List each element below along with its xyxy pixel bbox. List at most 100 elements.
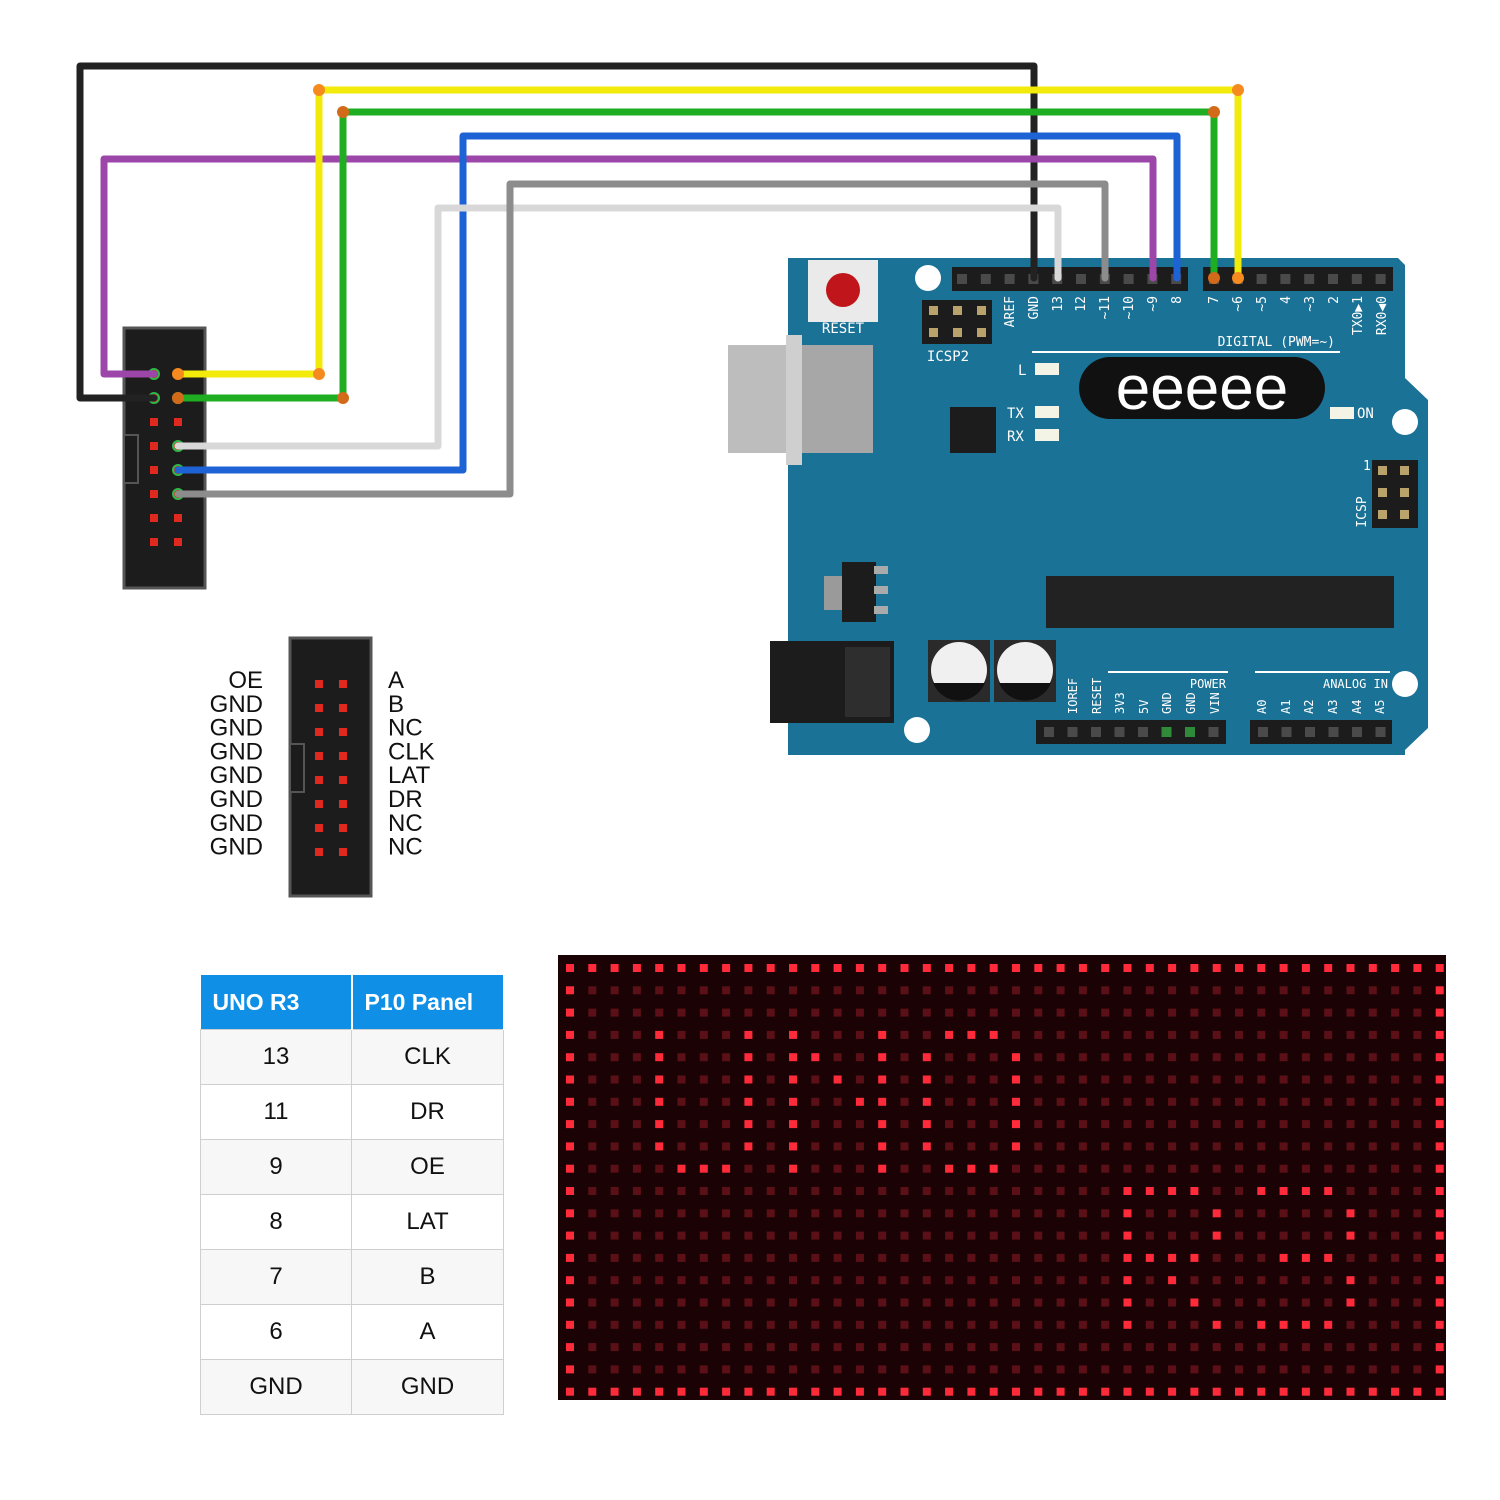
led-on-pixel [989, 1030, 998, 1039]
led-on-pixel [945, 1387, 954, 1396]
led-off-pixel [1056, 1053, 1065, 1062]
led-off-pixel [878, 1209, 887, 1218]
led-off-pixel [722, 986, 731, 995]
digital-pin-label: GND [1027, 296, 1042, 320]
led-off-pixel [632, 1075, 641, 1084]
led-off-pixel [766, 1030, 775, 1039]
led-off-pixel [1235, 1365, 1243, 1374]
led-on-pixel [1123, 1320, 1132, 1329]
led-on-pixel [1123, 1276, 1132, 1285]
led-off-pixel [989, 1075, 998, 1084]
led-off-pixel [967, 1120, 976, 1129]
led-off-pixel [1168, 1008, 1177, 1017]
led-off-pixel [1391, 986, 1400, 995]
led-off-pixel [655, 1008, 664, 1017]
led-off-pixel [1235, 1120, 1243, 1129]
led-off-pixel [1257, 1030, 1266, 1039]
led-off-pixel [699, 986, 708, 995]
led-off-pixel [677, 1209, 686, 1218]
header-hole [1328, 727, 1339, 737]
led-off-pixel [744, 1253, 753, 1262]
led-off-pixel [610, 1097, 619, 1106]
led-off-pixel [1235, 1142, 1243, 1151]
led-off-pixel [632, 1231, 641, 1240]
led-on-pixel [1101, 1387, 1110, 1396]
led-off-pixel [632, 1343, 641, 1352]
led-on-pixel [833, 1387, 842, 1396]
p10-led-panel [558, 955, 1446, 1400]
led-off-pixel [1279, 1164, 1288, 1173]
led-on-pixel [744, 1120, 753, 1129]
led-off-pixel [811, 1253, 820, 1262]
led-off-pixel [1145, 1231, 1154, 1240]
led-off-pixel [1078, 1187, 1087, 1195]
led-off-pixel [1346, 1008, 1355, 1017]
led-off-pixel [1123, 1030, 1132, 1039]
led-on-pixel [789, 964, 797, 972]
led-off-pixel [766, 1298, 775, 1307]
connector-pin [339, 800, 347, 808]
led-off-pixel [811, 1365, 820, 1374]
led-off-pixel [744, 1276, 753, 1285]
logo-text: eeeee [1116, 354, 1288, 423]
led-off-pixel [1212, 1343, 1221, 1352]
led-off-pixel [1034, 1164, 1043, 1173]
led-off-pixel [1168, 1298, 1177, 1307]
led-on-pixel [967, 1387, 976, 1396]
led-off-pixel [855, 986, 864, 995]
led-off-pixel [1145, 1120, 1154, 1129]
connector-pin [174, 538, 182, 546]
led-off-pixel [922, 1209, 931, 1218]
led-off-pixel [789, 1343, 797, 1352]
led-on-pixel [1212, 1320, 1221, 1329]
led-off-pixel [699, 1030, 708, 1039]
led-off-pixel [1034, 1053, 1043, 1062]
led-off-pixel [1257, 1053, 1266, 1062]
led-off-pixel [833, 1030, 842, 1039]
connector-pin [150, 538, 158, 546]
led-off-pixel [610, 1187, 619, 1195]
led-off-pixel [1368, 1008, 1377, 1017]
led-off-pixel [632, 1365, 641, 1374]
led-on-pixel [1257, 1320, 1266, 1329]
led-off-pixel [811, 1097, 820, 1106]
led-off-pixel [945, 1343, 954, 1352]
header-hole [1281, 727, 1292, 737]
led-on-pixel [878, 1075, 887, 1084]
led-off-pixel [1078, 1343, 1087, 1352]
led-off-pixel [1257, 986, 1266, 995]
header-hole [1258, 727, 1268, 737]
led-on-pixel [945, 964, 954, 972]
led-on-pixel [1012, 964, 1020, 972]
led-off-pixel [632, 1097, 641, 1106]
led-off-pixel [967, 1008, 976, 1017]
led-off-pixel [1324, 1075, 1333, 1084]
connector-pin [315, 752, 323, 760]
led-on-pixel [922, 1075, 931, 1084]
led-off-pixel [1101, 986, 1110, 995]
led-on-pixel [1435, 1253, 1444, 1262]
led-off-pixel [811, 1343, 820, 1352]
led-off-pixel [722, 1320, 731, 1329]
led-off-pixel [766, 1253, 775, 1262]
led-off-pixel [722, 1343, 731, 1352]
led-off-pixel [789, 1320, 797, 1329]
connector-left-label: OE [228, 667, 263, 694]
led-off-pixel [1413, 1365, 1422, 1374]
led-off-pixel [1301, 1120, 1310, 1129]
led-off-pixel [878, 1253, 887, 1262]
led-off-pixel [766, 1365, 775, 1374]
led-off-pixel [900, 1187, 909, 1195]
led-off-pixel [945, 1120, 954, 1129]
digital-pin-label: TX0▶1 [1351, 296, 1366, 335]
led-on-pixel [1346, 1276, 1355, 1285]
led-off-pixel [610, 1075, 619, 1084]
digital-pin-label: 2 [1327, 296, 1342, 304]
led-off-pixel [1034, 1209, 1043, 1218]
led-off-pixel [1324, 1231, 1333, 1240]
led-off-pixel [588, 1253, 597, 1262]
led-off-pixel [1145, 1298, 1154, 1307]
led-on-pixel [1324, 1387, 1333, 1396]
led-off-pixel [1391, 1365, 1400, 1374]
